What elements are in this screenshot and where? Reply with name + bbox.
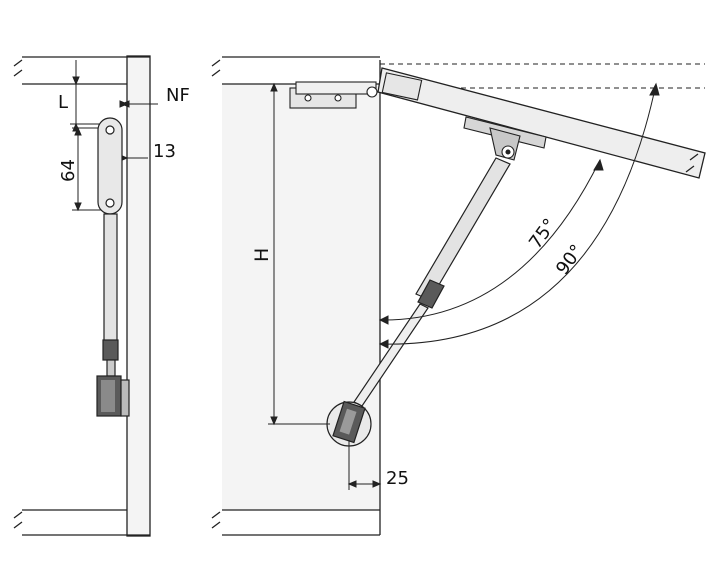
hinge-pivot bbox=[366, 86, 378, 98]
right-break-bottom bbox=[211, 511, 221, 529]
left-mount-screw-top bbox=[105, 125, 115, 135]
arc-75 bbox=[379, 159, 601, 321]
twentyfive-dimension bbox=[347, 440, 382, 490]
nf-label: NF bbox=[166, 85, 190, 106]
twentyfive-label: 25 bbox=[386, 468, 409, 489]
hinge-screw bbox=[304, 94, 312, 102]
left-strut-rod bbox=[106, 359, 116, 377]
lid-mount-pin bbox=[505, 149, 511, 155]
left-strut-band bbox=[102, 339, 119, 361]
right-front-view bbox=[211, 56, 381, 536]
lid-mount bbox=[463, 116, 547, 161]
left-mount-screw-bottom bbox=[105, 198, 115, 208]
right-strut-cylinder bbox=[415, 157, 511, 301]
arc-90 bbox=[379, 83, 657, 345]
open-lid-break bbox=[685, 153, 699, 173]
left-side-view bbox=[13, 55, 151, 537]
right-cabinet-panel bbox=[222, 84, 380, 510]
right-break-top bbox=[211, 59, 221, 77]
right-strut bbox=[326, 157, 511, 447]
seventyfive-label: 75° bbox=[525, 215, 561, 253]
arc-75-arrow-bottom bbox=[378, 315, 389, 325]
hinge-screw-2 bbox=[334, 94, 342, 102]
sixtyfour-label: 64 bbox=[58, 159, 79, 182]
nf-dimension bbox=[119, 100, 158, 108]
h-dimension bbox=[268, 82, 330, 426]
right-bottom-mount-highlight bbox=[339, 408, 357, 435]
ninety-label: 90° bbox=[552, 241, 588, 279]
arc-90-arrow-top bbox=[649, 82, 660, 96]
l-dimension bbox=[70, 60, 100, 132]
angle-arcs bbox=[378, 82, 660, 349]
hinge bbox=[289, 72, 423, 109]
thirteen-label: 13 bbox=[153, 141, 176, 162]
left-bottom-bracket-highlight bbox=[101, 380, 115, 412]
arc-75-arrow-top bbox=[593, 158, 604, 171]
l-label: L bbox=[58, 92, 68, 113]
left-bottom-bracket-plate bbox=[120, 379, 130, 417]
right-strut-band bbox=[417, 279, 445, 309]
h-label: H bbox=[251, 248, 273, 262]
left-strut bbox=[96, 117, 130, 417]
left-cabinet-panel bbox=[126, 55, 151, 537]
hinge-cup bbox=[381, 72, 423, 101]
hinge-arm bbox=[295, 81, 377, 95]
arc-90-arrow-bottom bbox=[378, 339, 389, 349]
left-strut-cylinder bbox=[103, 213, 118, 343]
open-lid bbox=[377, 67, 706, 179]
left-break-top bbox=[13, 59, 23, 77]
open-lid-panel bbox=[377, 67, 706, 179]
left-break-bottom bbox=[13, 511, 23, 529]
